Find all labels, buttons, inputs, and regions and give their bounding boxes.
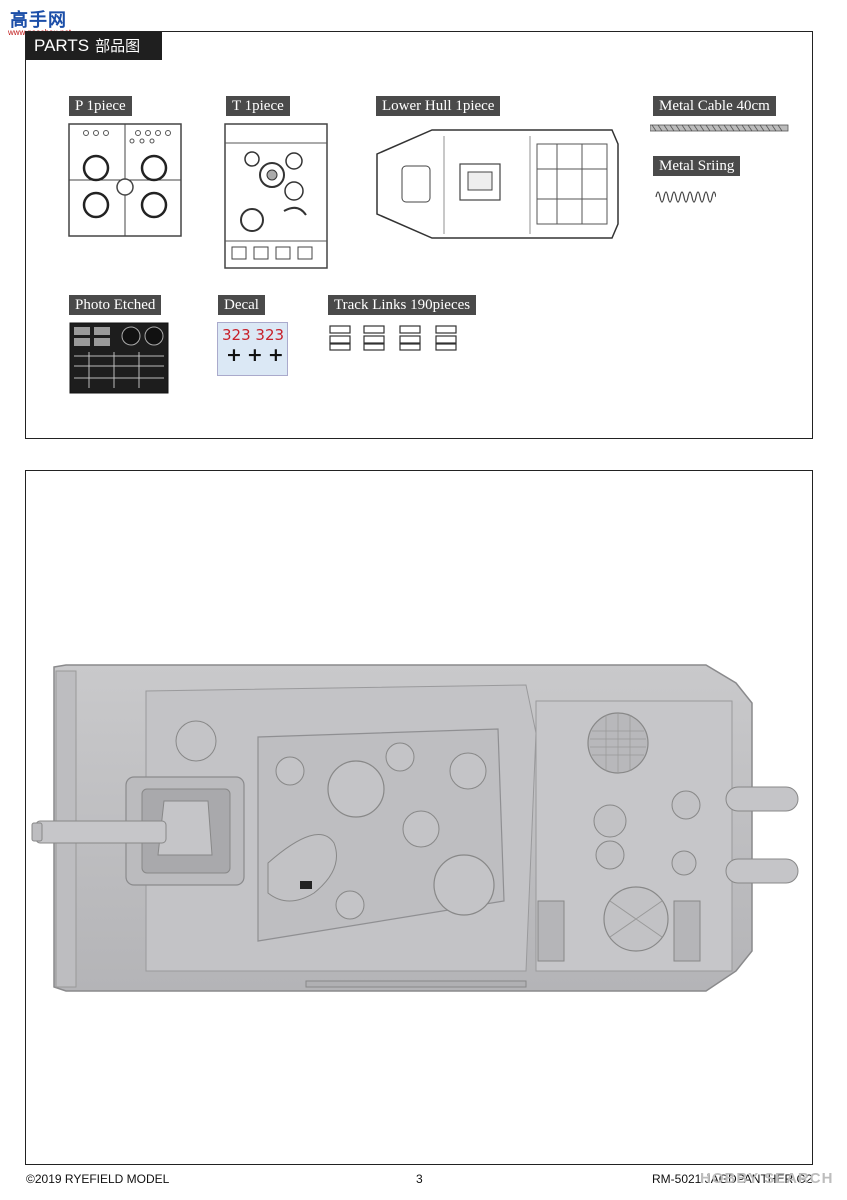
parts-header-title: PARTS — [34, 36, 90, 55]
parts-header-title-cn: 部品图 — [95, 37, 141, 55]
p-sprue-image — [68, 123, 182, 237]
label-track-links: Track Links 190pieces — [328, 295, 477, 315]
lower-hull-image — [376, 129, 619, 239]
label-photo-etched: Photo Etched — [69, 295, 162, 315]
label-p-sprue: P 1piece — [69, 96, 132, 116]
label-decal: Decal — [218, 295, 265, 315]
track-links-image — [329, 325, 457, 351]
label-metal-spring: Metal Sriing — [653, 156, 741, 176]
label-metal-cable: Metal Cable 40cm — [653, 96, 776, 116]
metal-cable-image — [650, 124, 789, 132]
footer-copyright: ©2019 RYEFIELD MODEL — [26, 1172, 170, 1186]
watermark-text: 高手网 — [10, 10, 67, 31]
decal-crosses: +++ — [226, 344, 289, 366]
parts-header: PARTS 部品图 — [26, 32, 162, 60]
hobby-search-watermark: HOBBY SEARCH — [700, 1170, 834, 1187]
decal-number-b: 323 — [255, 326, 285, 344]
metal-spring-image — [655, 191, 716, 203]
decal-number-a: 323 — [222, 326, 251, 344]
footer-product-code: RM-5021 JAGDPANTHER G2 — [652, 1172, 813, 1186]
parts-panel: PARTS 部品图 P 1piece T 1piece — [25, 31, 813, 439]
footer-page-number: 3 — [416, 1172, 423, 1186]
t-sprue-image — [224, 123, 328, 269]
photo-etched-image — [69, 322, 169, 394]
jagdpanther-top-view — [31, 664, 799, 992]
decal-sheet: 323 323 +++ — [217, 322, 288, 376]
label-t-sprue: T 1piece — [226, 96, 290, 116]
model-view-panel — [25, 470, 813, 1165]
label-lower-hull: Lower Hull 1piece — [376, 96, 501, 116]
